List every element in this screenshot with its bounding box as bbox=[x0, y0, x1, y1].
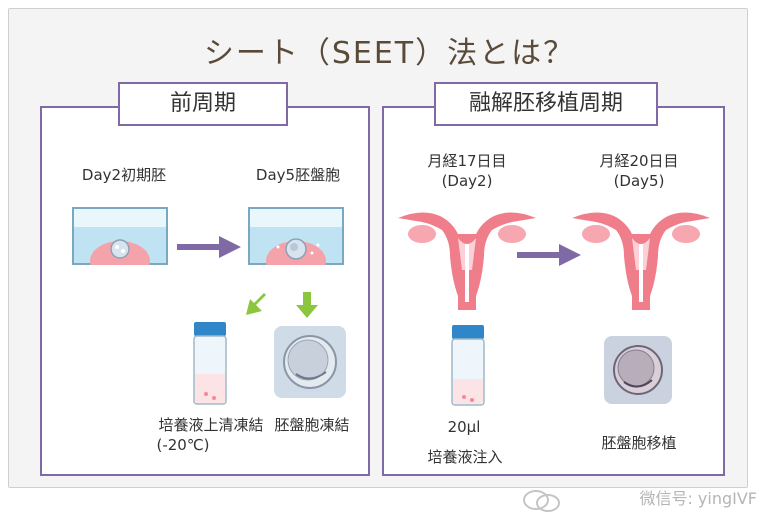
arrow-right-icon-2 bbox=[517, 244, 581, 266]
uterus-icon bbox=[398, 212, 536, 310]
embryo-caption-left: 胚盤胞凍結 bbox=[274, 416, 350, 434]
culture-dish-day2-icon bbox=[72, 207, 168, 265]
vial-icon-2 bbox=[451, 325, 485, 406]
volume-label: 20μl bbox=[447, 418, 481, 436]
day17-line2: (Day2) bbox=[441, 172, 493, 190]
right-panel-label: 融解胚移植周期 bbox=[434, 82, 658, 126]
embryo-caption-right: 胚盤胞移植 bbox=[601, 434, 677, 452]
day5-label: Day5胚盤胞 bbox=[255, 166, 341, 184]
uterus-icon-2 bbox=[572, 212, 710, 310]
vial-icon bbox=[193, 322, 227, 405]
blastocyst-icon bbox=[604, 336, 672, 404]
frozen-blastocyst-icon bbox=[274, 326, 346, 398]
left-panel-label: 前周期 bbox=[118, 82, 288, 126]
right-panel bbox=[382, 106, 725, 476]
left-panel bbox=[40, 106, 370, 476]
day2-label: Day2初期胚 bbox=[81, 166, 167, 184]
day20-line1: 月経20日目 bbox=[599, 152, 679, 170]
watermark-text: 微信号: yingIVF bbox=[639, 489, 757, 508]
vial-caption-line1: 培養液上清凍結 bbox=[158, 416, 264, 434]
arrow-right-icon bbox=[177, 236, 241, 258]
wechat-icon bbox=[523, 490, 560, 512]
vial-caption-line2: (-20℃) bbox=[156, 436, 210, 454]
culture-dish-day5-icon bbox=[248, 207, 344, 265]
diagram-title: シート（SEET）法とは？ bbox=[203, 36, 576, 71]
arrow-down-icon bbox=[296, 292, 318, 318]
arrow-down-left-icon bbox=[246, 293, 266, 315]
vial-caption-right: 培養液注入 bbox=[427, 448, 503, 466]
day20-line2: (Day5) bbox=[613, 172, 665, 190]
day17-line1: 月経17日目 bbox=[427, 152, 507, 170]
